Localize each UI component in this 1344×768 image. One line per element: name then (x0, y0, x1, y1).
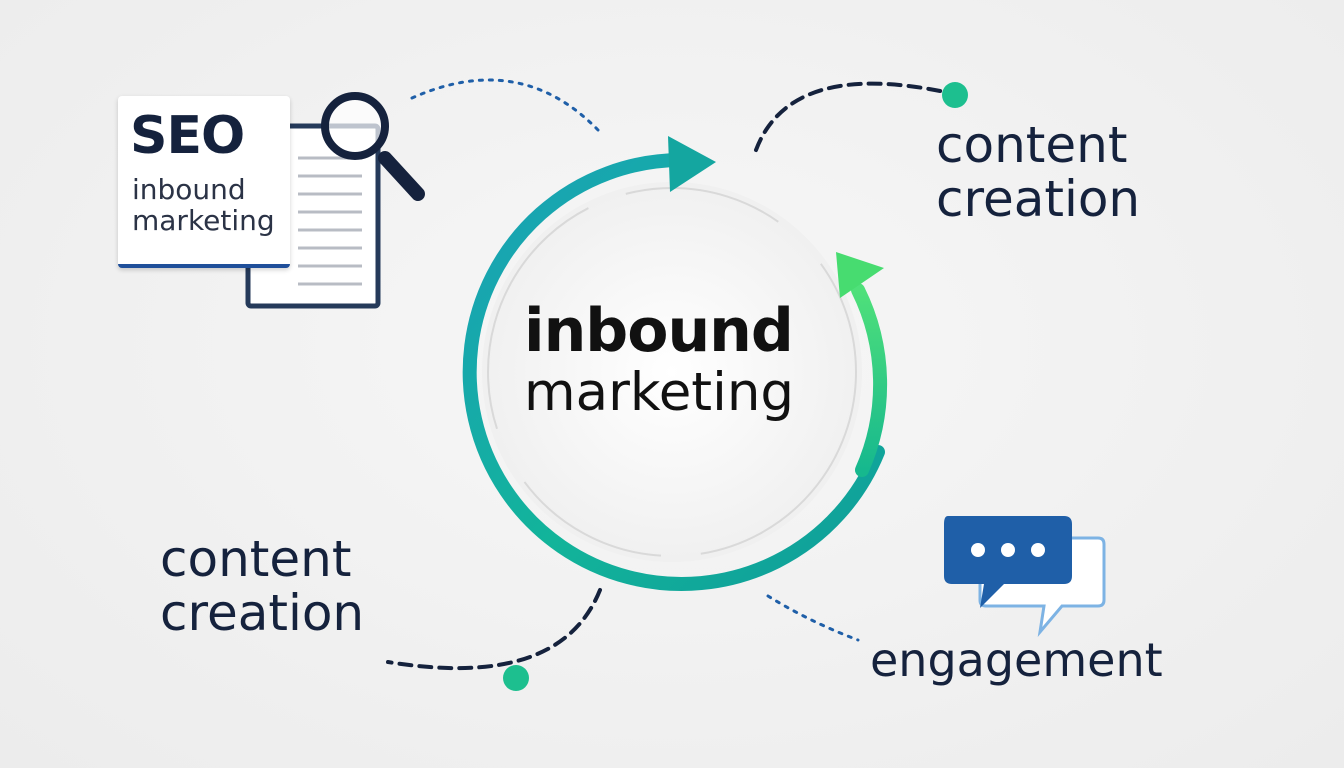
center-title: inbound marketing (524, 300, 824, 424)
inner-circle (482, 182, 862, 562)
content-creation-top-label: content creation (936, 118, 1140, 226)
connector-content-top (754, 81, 947, 152)
top-arrowhead (668, 136, 716, 192)
right-arrowhead (836, 252, 884, 298)
dot-bottom-left (503, 665, 529, 691)
content-creation-bottom-line2: creation (160, 584, 365, 642)
seo-subtitle-line1: inbound (132, 173, 246, 206)
connector-engagement (766, 594, 860, 642)
seo-card: SEO inbound marketing (118, 96, 290, 268)
dot-top-right (942, 82, 968, 108)
engagement-label: engagement (870, 633, 1163, 687)
seo-title: SEO (130, 106, 245, 166)
seo-subtitle: inbound marketing (132, 174, 275, 237)
content-creation-bottom-line1: content (160, 530, 352, 588)
content-creation-top-line1: content (936, 116, 1128, 174)
center-title-line2: marketing (524, 362, 795, 423)
connector-seo (410, 78, 600, 132)
connector-content-bottom (386, 588, 602, 671)
center-title-line1: inbound (524, 296, 794, 366)
right-arc (851, 283, 888, 477)
content-creation-bottom-label: content creation (160, 532, 364, 640)
seo-subtitle-line2: marketing (132, 204, 275, 238)
content-creation-top-line2: creation (936, 170, 1141, 228)
main-ring-arc (462, 153, 885, 591)
chat-bubbles-icon (944, 516, 1106, 638)
magnifier-icon (321, 92, 425, 201)
